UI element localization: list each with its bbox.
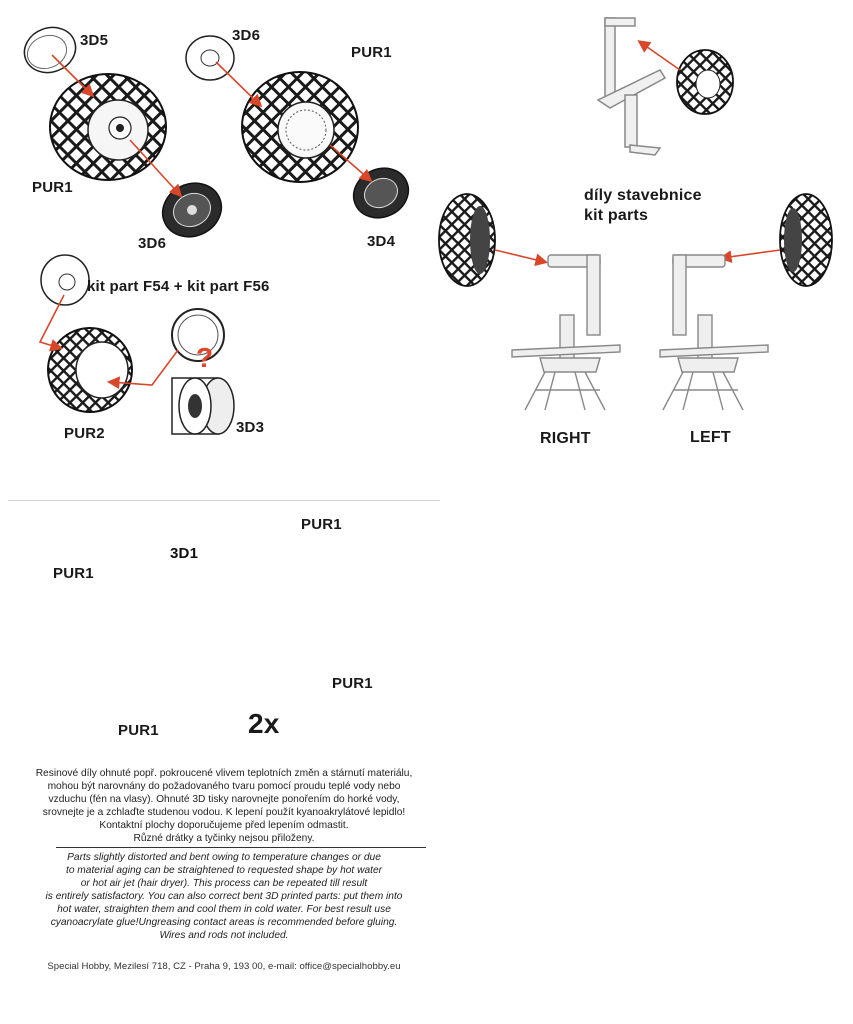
arrow-right-gear [494, 249, 549, 266]
label-3d6-top: 3D6 [232, 27, 261, 44]
gear-strut-right [511, 254, 621, 411]
label-3d3: 3D3 [236, 419, 265, 436]
notes-czech: Resinové díly ohnuté popř. pokroucené vl… [10, 767, 438, 845]
notes-cz-line: mohou být narovnány do požadovaného tvar… [47, 781, 401, 792]
wheel-disc-3d4 [352, 167, 410, 219]
notes-cz-line: srovnejte je a zchlaďte studenou vodou. … [42, 807, 406, 818]
kit-parts-title-cz: díly stavebnice [584, 187, 702, 204]
notes-divider [56, 847, 426, 848]
hubcap-3d6-top [185, 35, 235, 81]
label-pur1-left: PUR1 [32, 179, 73, 196]
quantity-2x: 2x [248, 708, 280, 739]
label-left: LEFT [690, 429, 731, 446]
label-pur1-prop-right: PUR1 [332, 675, 373, 692]
arrow-top-right-wheel [637, 40, 681, 71]
notes-cz-line: Kontaktní plochy doporučujeme před lepen… [99, 820, 349, 831]
notes-en-line: is entirely satisfactory. You can also c… [45, 891, 403, 902]
label-pur2: PUR2 [64, 425, 105, 442]
notes-english: Parts slightly distorted and bent owing … [10, 851, 438, 942]
gear-wheel-left-side [779, 193, 833, 287]
hub-3d3 [171, 377, 235, 435]
main-wheel-right [241, 71, 359, 183]
hubcap-3d5 [23, 26, 77, 74]
label-pur1-top: PUR1 [351, 44, 392, 61]
tail-wheel-pur2 [47, 327, 133, 413]
label-3d4: 3D4 [367, 233, 396, 250]
label-pur1-prop-bottom: PUR1 [118, 722, 159, 739]
gear-strut-left [659, 254, 769, 411]
label-kit-part-combo: kit part F54 + kit part F56 [87, 278, 270, 295]
notes-cz-line: Resinové díly ohnuté popř. pokroucené vl… [35, 768, 413, 779]
label-3d5: 3D5 [80, 32, 109, 49]
notes-en-line: Wires and rods not included. [159, 930, 289, 941]
kit-parts-title-en: kit parts [584, 207, 649, 224]
notes-en-line: cyanoacrylate glue!Ungreasing contact ar… [50, 917, 398, 928]
notes-en-line: hot water, straighten them and cool them… [57, 904, 391, 915]
label-pur1-prop-top: PUR1 [301, 516, 342, 533]
notes-cz-line: vzduchu (fén na vlasy). Ohnuté 3D tisky … [48, 794, 400, 805]
hubcap-kit-part [40, 254, 90, 306]
notes-en-line: to material aging can be straightened to… [65, 865, 383, 876]
question-mark: ? [196, 342, 214, 373]
label-right: RIGHT [540, 430, 591, 447]
small-wheel-top-right [676, 49, 734, 115]
gear-wheel-right-side [438, 193, 496, 287]
gear-leg-detail-top [596, 17, 667, 156]
label-pur1-prop-left: PUR1 [53, 565, 94, 582]
assembly-arrows-wheels [38, 54, 373, 390]
instruction-sheet [8, 500, 440, 991]
footer-address: Special Hobby, Mezilesí 718, CZ - Praha … [47, 961, 401, 972]
notes-cz-line: Různé drátky a tyčinky nejsou přiloženy. [133, 833, 315, 844]
notes-en-line: Parts slightly distorted and bent owing … [67, 852, 381, 863]
label-3d1: 3D1 [170, 545, 199, 562]
main-wheel-left [49, 73, 167, 181]
label-3d6-bottom: 3D6 [138, 235, 167, 252]
arrow-left-gear [718, 249, 781, 264]
notes-en-line: or hot air jet (hair dryer). This proces… [80, 878, 368, 889]
tire-ring-kit-part [171, 308, 225, 362]
